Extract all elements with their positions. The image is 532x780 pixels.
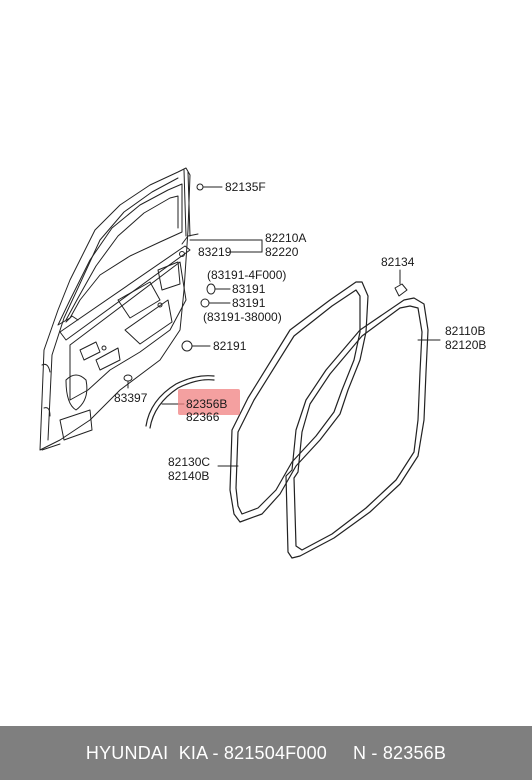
label-83191-4F000: (83191-4F000) [207,268,286,282]
door-panel-drawing [39,167,191,451]
part-number-footer: HYUNDAI KIA - 821504F000 N - 82356B [0,726,532,780]
label-82134: 82134 [381,255,415,269]
footer-brand-part: HYUNDAI KIA - 821504F000 [85,742,328,763]
part-labels: 82135F 82210A 82220 83219 82134 (83191-4… [114,180,486,483]
label-82210A: 82210A [265,231,306,245]
label-82356B: 82356B [186,397,227,411]
label-82191: 82191 [213,339,247,353]
label-82220: 82220 [265,245,299,259]
label-83397: 83397 [114,391,148,405]
label-83191-38000: (83191-38000) [203,310,282,324]
label-82120B: 82120B [445,338,486,352]
highlight-82356B [178,389,240,415]
label-83191-b: 83191 [232,296,266,310]
label-82366: 82366 [186,410,220,424]
label-83191-a: 83191 [232,282,266,296]
label-83219: 83219 [198,245,232,259]
footer-target-part: N - 82356B [353,742,447,763]
clip-parts [123,183,408,382]
label-82140B: 82140B [168,469,209,483]
label-82130C: 82130C [168,455,210,469]
label-82135F: 82135F [225,180,266,194]
parts-diagram: 82135F 82210A 82220 83219 82134 (83191-4… [39,167,486,559]
leader-lines [127,186,441,467]
door-weatherstrips [145,281,429,559]
label-82110B: 82110B [445,324,485,338]
